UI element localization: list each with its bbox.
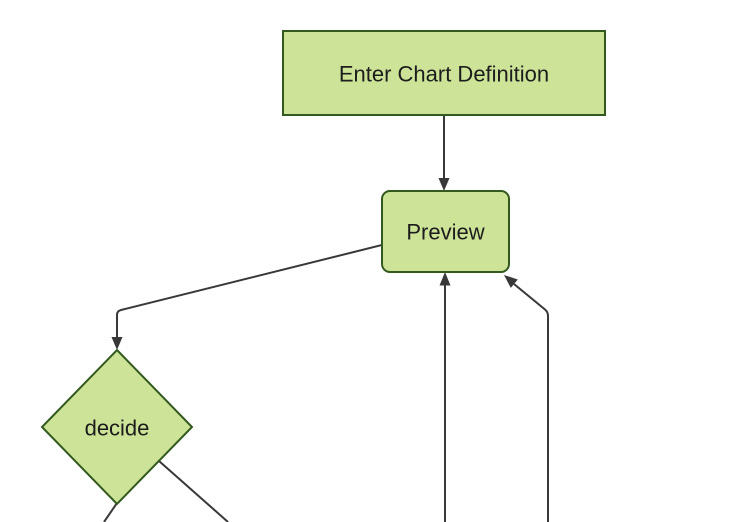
node-preview: Preview [381, 190, 510, 273]
node-label: Preview [406, 220, 484, 245]
edge-decide-to-offscreen-right [158, 460, 229, 522]
node-diamond [40, 348, 194, 506]
edge-enter-to-preview [438, 115, 450, 191]
node-label: decide [85, 416, 150, 441]
edge-offscreen1-to-preview [439, 272, 451, 522]
node-decide: decide [40, 348, 194, 506]
edge-decide-to-offscreen-left [103, 502, 118, 522]
arrowhead-down-icon [111, 337, 123, 350]
arrowhead-up-icon [439, 272, 451, 286]
node-enter-chart-definition: Enter Chart Definition [282, 30, 606, 116]
node-rounded-rectangle [381, 190, 510, 273]
edge-preview-to-decide [111, 244, 383, 350]
arrowhead-down-icon [438, 178, 450, 191]
edge-offscreen2-to-preview [504, 275, 549, 522]
node-label: Enter Chart Definition [339, 62, 549, 87]
arrowhead-up-left-icon [504, 275, 518, 288]
edge-line [116, 244, 383, 338]
node-rectangle [282, 30, 606, 116]
edge-line [513, 283, 549, 522]
